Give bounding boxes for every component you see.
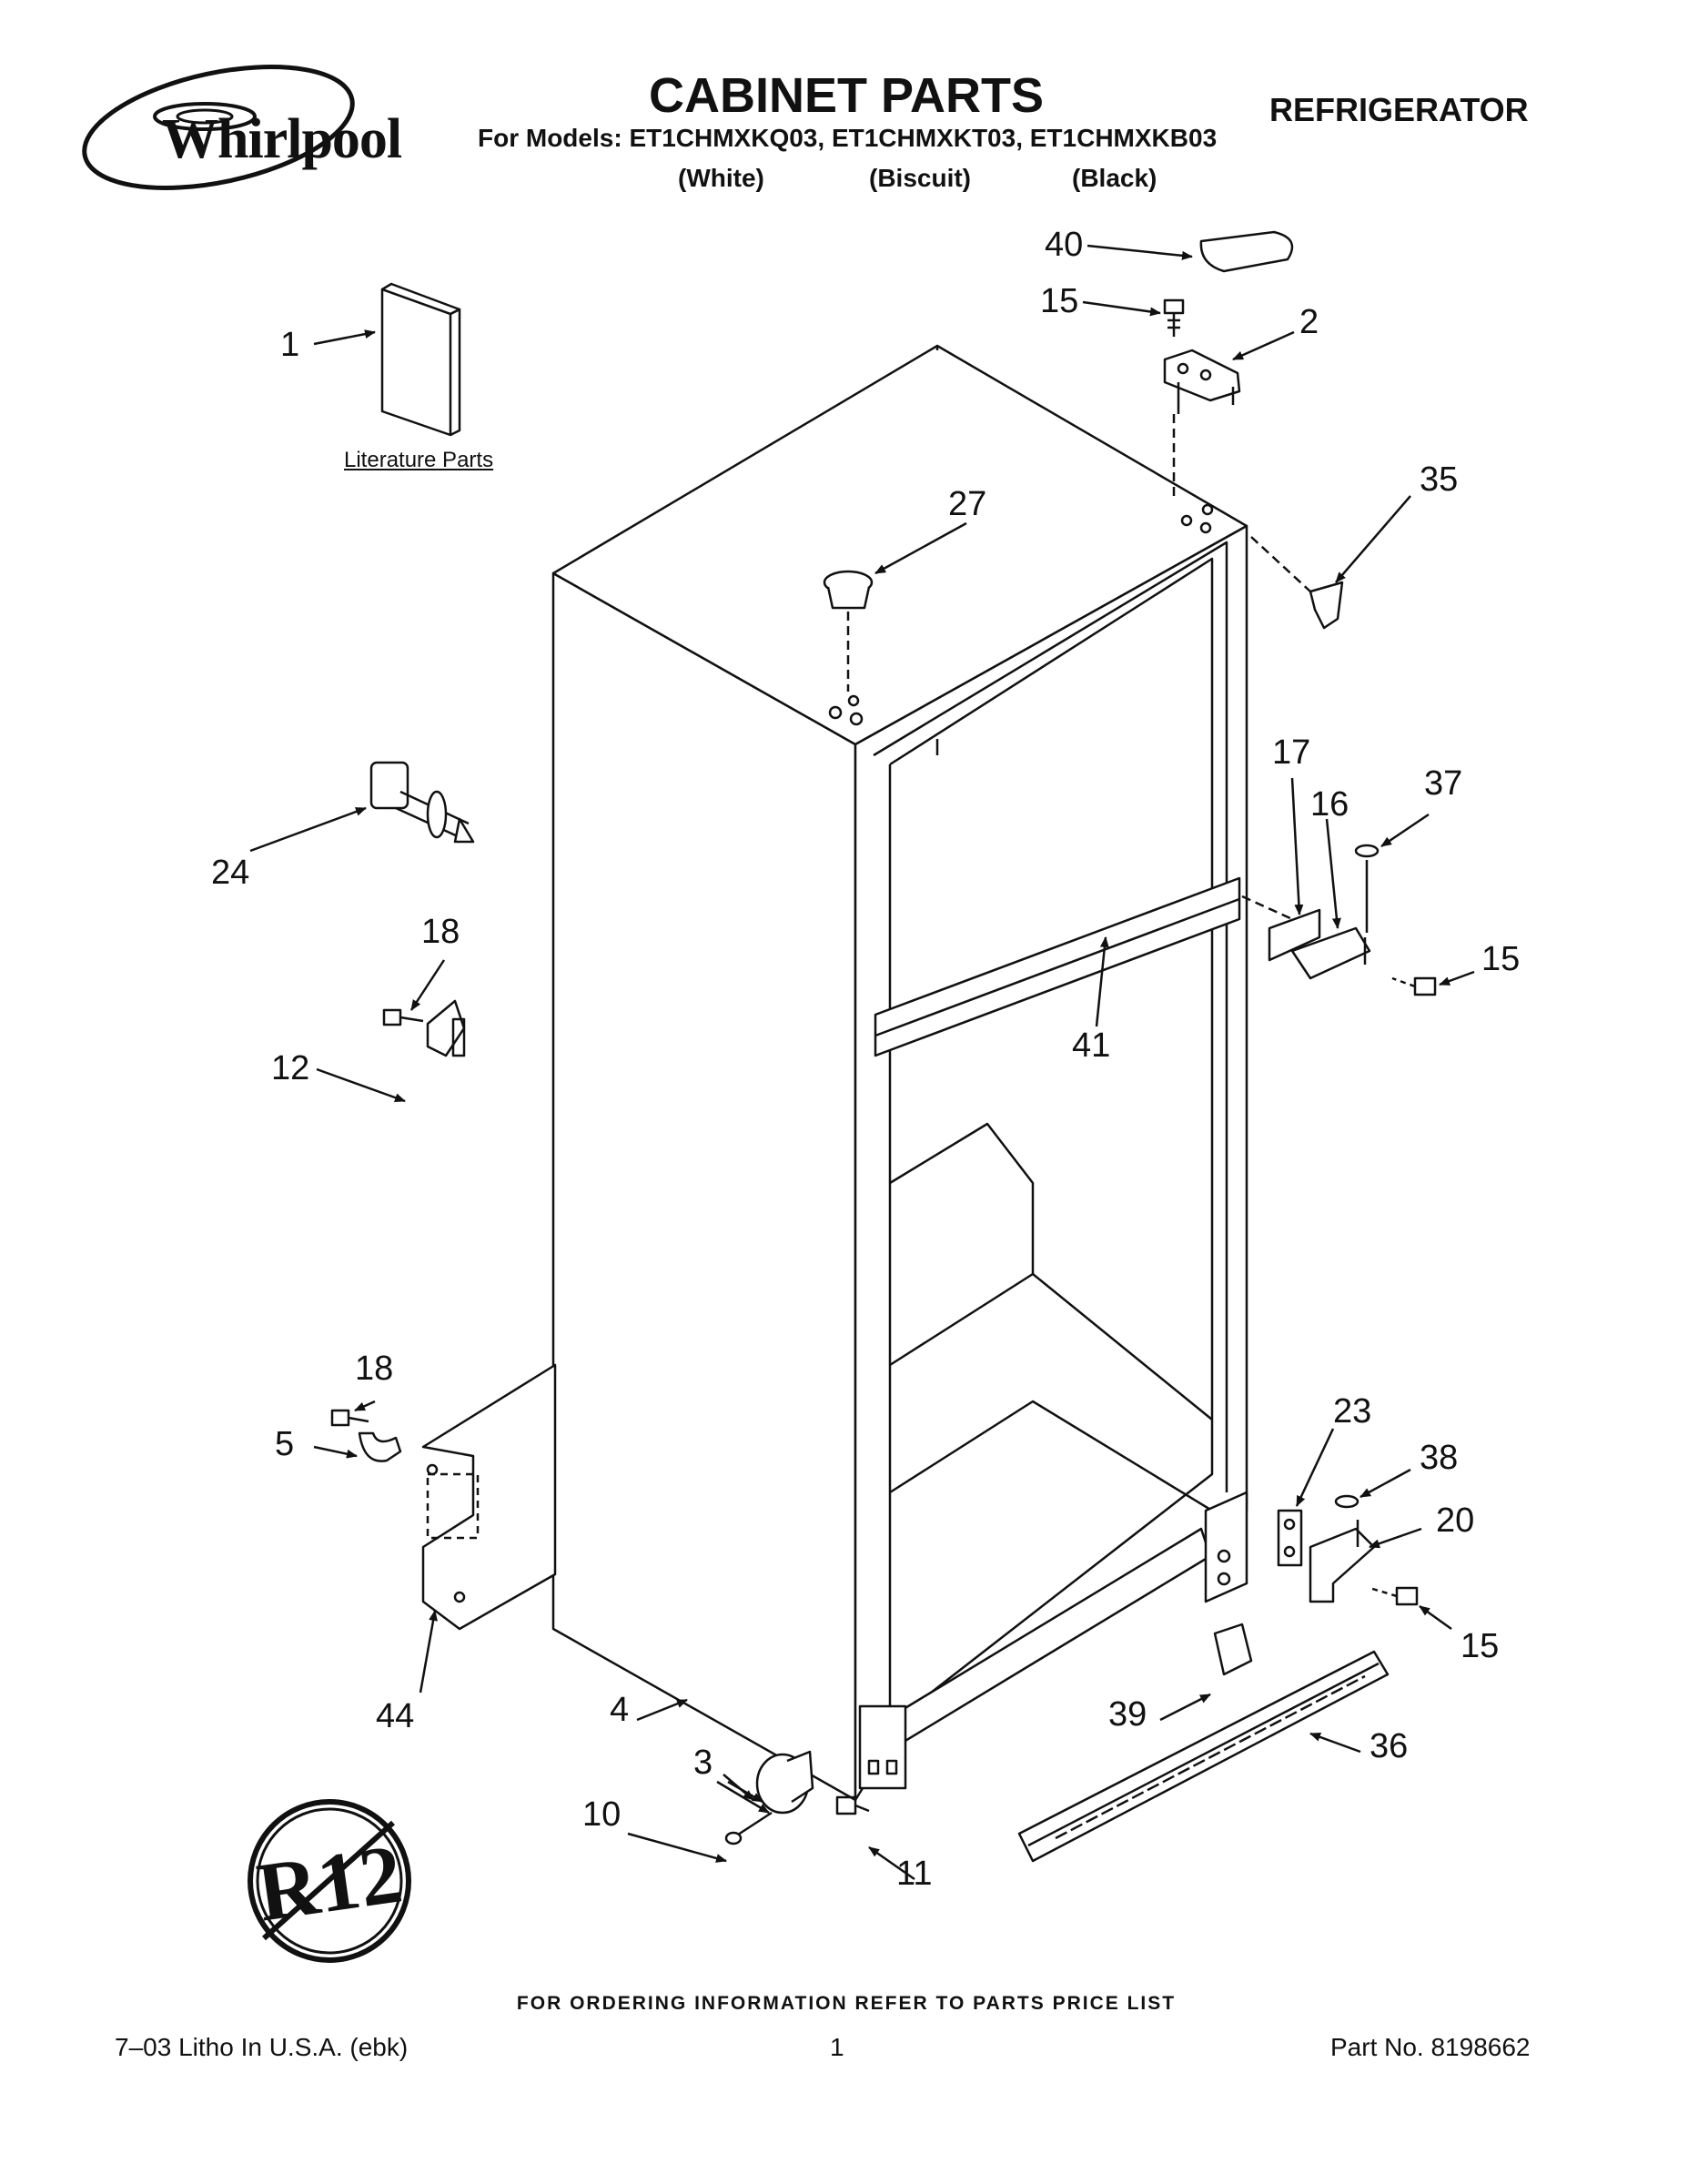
callout-35: 35 bbox=[1420, 460, 1459, 499]
top-hinge bbox=[1163, 349, 1241, 414]
leveler-pin bbox=[724, 1811, 773, 1845]
callout-12: 12 bbox=[271, 1049, 310, 1087]
callout-15-top: 15 bbox=[1040, 282, 1079, 320]
front-leveler bbox=[755, 1750, 814, 1815]
no-r12-stamp bbox=[248, 1799, 411, 1963]
door-stop-screw bbox=[382, 1008, 424, 1026]
callout-40: 40 bbox=[1045, 226, 1084, 264]
brand-name: Whirlpool bbox=[162, 108, 402, 170]
bottom-hinge-washer bbox=[1334, 1494, 1359, 1509]
callout-11: 11 bbox=[896, 1855, 933, 1893]
door-stop-pin bbox=[369, 761, 475, 844]
top-clip bbox=[1309, 581, 1344, 630]
callout-44: 44 bbox=[376, 1697, 415, 1735]
hinge-cover bbox=[1199, 230, 1294, 273]
callout-4: 4 bbox=[610, 1691, 630, 1729]
callout-16: 16 bbox=[1310, 785, 1349, 824]
middle-hinge-shim bbox=[1268, 908, 1321, 962]
top-plug bbox=[823, 570, 874, 610]
bottom-hinge-shim bbox=[1277, 1509, 1303, 1567]
callout-3: 3 bbox=[693, 1744, 713, 1782]
part-number: Part No. 8198662 bbox=[1330, 2033, 1531, 2061]
middle-hinge bbox=[1290, 926, 1371, 980]
literature-booklet bbox=[380, 282, 461, 437]
page-number: 1 bbox=[830, 2033, 844, 2061]
callout-18-lower: 18 bbox=[355, 1350, 394, 1388]
callout-37: 37 bbox=[1424, 764, 1463, 803]
page-title: CABINET PARTS bbox=[648, 68, 1044, 123]
top-hinge-screw bbox=[1163, 298, 1185, 337]
model-list: For Models: ET1CHMXKQ03, ET1CHMXKT03, ET… bbox=[478, 124, 1218, 152]
callout-39: 39 bbox=[1108, 1695, 1147, 1734]
grille-clip bbox=[1213, 1623, 1253, 1676]
callout-15-middle: 15 bbox=[1481, 940, 1521, 978]
r12-stamp-text: R12 bbox=[252, 1826, 408, 1938]
callout-24: 24 bbox=[211, 854, 250, 892]
toe-grille bbox=[1017, 1650, 1390, 1863]
color-variant-biscuit: (Biscuit) bbox=[869, 164, 971, 192]
cabinet-body bbox=[421, 344, 1248, 1802]
callout-2: 2 bbox=[1299, 303, 1319, 341]
callout-1: 1 bbox=[280, 326, 300, 364]
literature-parts-label: Literature Parts bbox=[344, 448, 494, 472]
callout-27: 27 bbox=[948, 485, 987, 523]
callout-36: 36 bbox=[1370, 1727, 1409, 1765]
callout-23: 23 bbox=[1333, 1392, 1372, 1431]
callout-17: 17 bbox=[1272, 733, 1311, 772]
callout-38: 38 bbox=[1420, 1439, 1459, 1477]
middle-hinge-screw bbox=[1391, 976, 1437, 996]
bottom-hinge-screw bbox=[1369, 1586, 1419, 1606]
color-variant-white: (White) bbox=[678, 164, 764, 192]
color-variant-black: (Black) bbox=[1072, 164, 1157, 192]
leveler-screw bbox=[835, 1795, 870, 1815]
callout-15-bottom: 15 bbox=[1461, 1627, 1500, 1665]
print-info: 7–03 Litho In U.S.A. (ebk) bbox=[115, 2033, 409, 2061]
leader-lines bbox=[249, 244, 1475, 1881]
ordering-note: FOR ORDERING INFORMATION REFER TO PARTS … bbox=[516, 1993, 1177, 2014]
callout-18-upper: 18 bbox=[421, 913, 460, 951]
callout-10: 10 bbox=[582, 1795, 622, 1834]
bottom-hinge bbox=[1309, 1520, 1376, 1603]
middle-hinge-washer bbox=[1354, 844, 1380, 933]
callout-5: 5 bbox=[275, 1425, 295, 1463]
door-stop-bracket bbox=[426, 999, 466, 1057]
appliance-category: REFRIGERATOR bbox=[1269, 91, 1529, 128]
cord-clamp-screw bbox=[330, 1409, 369, 1427]
logo-swirl-icon bbox=[82, 65, 355, 190]
callout-20: 20 bbox=[1436, 1502, 1475, 1540]
callout-41: 41 bbox=[1072, 1026, 1111, 1065]
cord-clamp bbox=[358, 1431, 402, 1462]
